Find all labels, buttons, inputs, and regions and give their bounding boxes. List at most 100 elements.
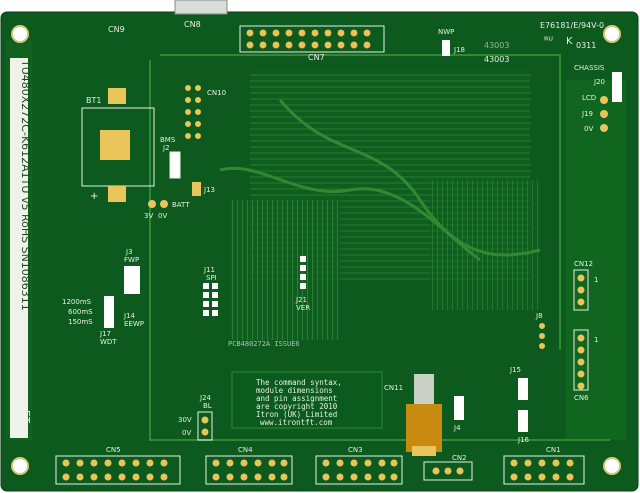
cn2-header bbox=[423, 461, 473, 481]
nwp-label: NWP bbox=[438, 28, 454, 36]
ver-label: VER bbox=[296, 304, 310, 312]
cn9-label: CN9 bbox=[108, 25, 125, 34]
bt1-label: BT1 bbox=[86, 96, 101, 105]
ul-mark: ᴿᵁ bbox=[544, 36, 553, 47]
cn12-label: CN12 bbox=[574, 260, 593, 268]
certification-label: E76181/E/94V-0 bbox=[540, 21, 604, 30]
copyright-line-1: The command syntax, bbox=[256, 378, 342, 387]
batt-3v: 3V bbox=[144, 212, 153, 220]
part-code-2: 43003 bbox=[484, 55, 509, 64]
trace-bus-diagonal bbox=[278, 99, 541, 257]
ce-mark: K bbox=[566, 36, 573, 47]
cn12-header bbox=[573, 269, 589, 311]
j13-label: J13 bbox=[203, 186, 215, 194]
blov-label: 0V bbox=[182, 429, 191, 437]
cn6-label: CN6 bbox=[574, 394, 589, 402]
t600-label: 600mS bbox=[68, 308, 93, 316]
j24-pin-b bbox=[201, 428, 209, 436]
cn11-label: CN11 bbox=[384, 384, 403, 392]
battery-bt1: BT1 + bbox=[81, 88, 155, 202]
battery-plus: + bbox=[90, 191, 98, 202]
pcb-number: PCB480272A ISSUE6 bbox=[228, 340, 300, 348]
copyright-text: The command syntax, module dimensions an… bbox=[256, 378, 342, 427]
t1200-label: 1200mS bbox=[62, 298, 92, 306]
j8-label: J8 bbox=[535, 312, 543, 320]
cn10-label: CN10 bbox=[207, 89, 226, 97]
cn4-header bbox=[205, 455, 293, 485]
trace-edge-top bbox=[160, 54, 561, 350]
cn8-tab bbox=[174, 0, 228, 15]
batt-label: BATT bbox=[172, 201, 190, 209]
j17-jumper bbox=[104, 296, 114, 328]
lcd-label: LCD bbox=[582, 94, 596, 102]
j16-jumper bbox=[518, 410, 528, 432]
trace-edge bbox=[149, 60, 610, 441]
eewp-label: EEWP bbox=[124, 320, 144, 328]
t150-label: 150mS bbox=[68, 318, 93, 326]
spi-label: SPI bbox=[206, 274, 217, 282]
copyright-line-4: are copyright 2010 bbox=[256, 402, 338, 411]
j8-pads bbox=[539, 323, 545, 349]
j24-header bbox=[197, 411, 213, 441]
fwp-label: FWP bbox=[124, 256, 139, 264]
j21-label: J21 bbox=[295, 296, 307, 304]
j24-pin-a bbox=[201, 416, 209, 424]
chassis-label: CHASSIS bbox=[574, 64, 605, 72]
corner-label: ET bbox=[19, 410, 32, 424]
cn3-label: CN3 bbox=[348, 446, 363, 454]
cn6-header bbox=[573, 329, 589, 391]
j24-label: J24 bbox=[199, 394, 212, 402]
j19-label: J19 bbox=[581, 110, 593, 118]
batt-pads bbox=[148, 200, 168, 208]
j3-label: J3 bbox=[125, 248, 133, 256]
part-code-1: 43003 bbox=[484, 41, 509, 50]
copyright-line-3: and pin assignment bbox=[256, 394, 337, 403]
cn7-header: CN7 bbox=[239, 25, 385, 62]
cn1-label: CN1 bbox=[546, 446, 561, 454]
wdt-label: WDT bbox=[100, 338, 117, 346]
cn1-header bbox=[503, 455, 585, 485]
j15-label: J15 bbox=[509, 366, 521, 374]
cn4-label: CN4 bbox=[238, 446, 253, 454]
j15-jumper bbox=[518, 378, 528, 400]
copyright-line-6: www.itrontft.com bbox=[260, 418, 333, 427]
trace-bus-arc bbox=[219, 167, 481, 262]
mounting-holes bbox=[11, 25, 621, 475]
cn6-pin1: 1 bbox=[594, 336, 598, 344]
copyright-line-2: module dimensions bbox=[256, 386, 333, 395]
trace-field-right bbox=[430, 180, 540, 310]
ground-plane-right bbox=[566, 80, 626, 440]
j14-label: J14 bbox=[123, 312, 136, 320]
bl-label: BL bbox=[203, 402, 212, 410]
cn7-label: CN7 bbox=[308, 53, 325, 62]
j19-pads bbox=[600, 96, 608, 132]
j4-label: J4 bbox=[453, 424, 461, 432]
j20-jumper bbox=[612, 72, 622, 102]
j16-label: J16 bbox=[517, 436, 530, 444]
cn2-label: CN2 bbox=[452, 454, 467, 462]
j11-label: J11 bbox=[203, 266, 215, 274]
side-label: TU480X272C-K612A1TU v5 RoHS SN1086311 bbox=[19, 59, 32, 311]
cn11-ribbon bbox=[406, 374, 442, 456]
j2-jumper bbox=[169, 151, 181, 179]
cn5-header bbox=[55, 455, 181, 485]
cn10-pads bbox=[185, 85, 201, 139]
cn5-label: CN5 bbox=[106, 446, 121, 454]
cn8-label: CN8 bbox=[184, 20, 201, 29]
v30-label: 30V bbox=[178, 416, 192, 424]
j2-label: J2 bbox=[162, 144, 170, 152]
copyright-line-5: Itron (UK) Limited bbox=[256, 410, 337, 419]
side-label-strip bbox=[10, 58, 28, 438]
cn12-pin1: 1 bbox=[594, 276, 598, 284]
batt-0v: 0V bbox=[158, 212, 167, 220]
trace-field-lower bbox=[230, 200, 340, 340]
bms-label: BMS bbox=[160, 136, 176, 144]
j13-pad bbox=[192, 182, 201, 196]
cn3-header bbox=[315, 455, 403, 485]
date-code: 0311 bbox=[576, 41, 596, 50]
j21-pads bbox=[300, 256, 306, 289]
j18-jumper bbox=[442, 40, 450, 56]
j20-label: J20 bbox=[593, 78, 605, 86]
copyright-block bbox=[231, 371, 383, 429]
